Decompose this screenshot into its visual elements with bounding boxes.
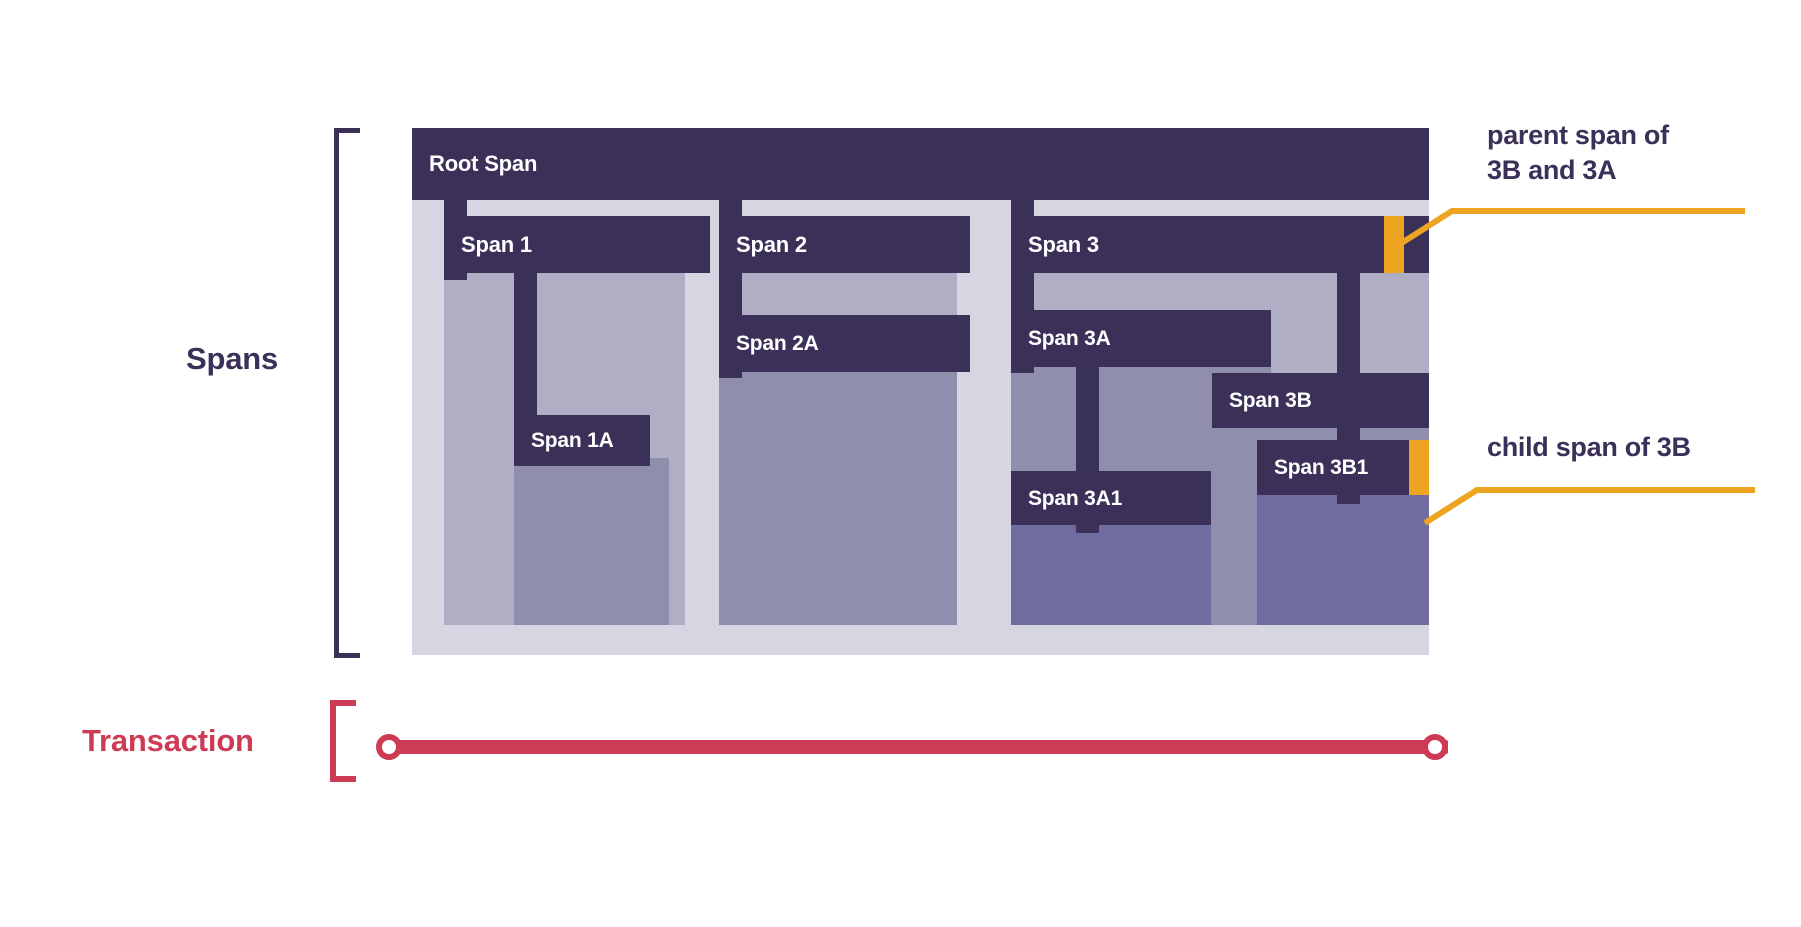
transaction-end-marker — [1422, 734, 1448, 760]
span-bar-span-1[interactable]: Span 1 — [444, 216, 710, 273]
span-label-span-1: Span 1 — [461, 231, 532, 257]
callout-child-label: child span of 3B — [1487, 432, 1691, 462]
spans-section-label: Spans — [186, 341, 279, 376]
span-label-span-3: Span 3 — [1028, 231, 1099, 257]
span-bar-span-3a[interactable]: Span 3A — [1011, 310, 1271, 367]
transaction-bracket — [330, 700, 356, 782]
span-bar-root[interactable]: Root Span — [412, 128, 1429, 200]
span-label-span-3a1: Span 3A1 — [1028, 486, 1123, 510]
span-bar-span-3[interactable]: Span 3 — [1011, 216, 1429, 273]
transaction-section-label: Transaction — [82, 723, 254, 758]
span-label-span-3a: Span 3A — [1028, 327, 1111, 350]
span-label-span-3b: Span 3B — [1229, 389, 1312, 412]
span-bar-span-3b[interactable]: Span 3B — [1212, 373, 1429, 428]
span-label-span-2: Span 2 — [736, 231, 807, 257]
span-3b1-body — [1257, 493, 1429, 625]
span-3a1-body — [1011, 523, 1211, 625]
callout-parent-label: parent span of 3B and 3A — [1487, 120, 1669, 185]
highlight-marker-parent-span — [1384, 216, 1404, 273]
span-bar-span-3b1[interactable]: Span 3B1 — [1257, 440, 1429, 495]
transaction-timeline-bar — [386, 740, 1448, 754]
span-label-root: Root Span — [429, 151, 538, 176]
transaction-start-marker — [376, 734, 402, 760]
span-bar-span-3a1[interactable]: Span 3A1 — [1011, 471, 1211, 525]
leader-line-parent — [1398, 208, 1745, 247]
span-bar-span-2[interactable]: Span 2 — [719, 216, 970, 273]
spans-bracket — [334, 128, 360, 658]
span-bar-span-1a[interactable]: Span 1A — [514, 415, 650, 466]
spans-diagram: Root Span Span 1 Span 1A Span 2 Span 2A … — [412, 128, 1429, 655]
leader-line-child — [1423, 487, 1755, 526]
span-label-span-3b1: Span 3B1 — [1274, 456, 1369, 479]
span-label-span-1a: Span 1A — [531, 429, 614, 452]
highlight-marker-child-span — [1409, 440, 1429, 495]
span-label-span-2a: Span 2A — [736, 332, 819, 355]
span-2a-body — [719, 371, 957, 625]
span-bar-span-2a[interactable]: Span 2A — [719, 315, 970, 372]
span-1a-body — [514, 458, 669, 625]
